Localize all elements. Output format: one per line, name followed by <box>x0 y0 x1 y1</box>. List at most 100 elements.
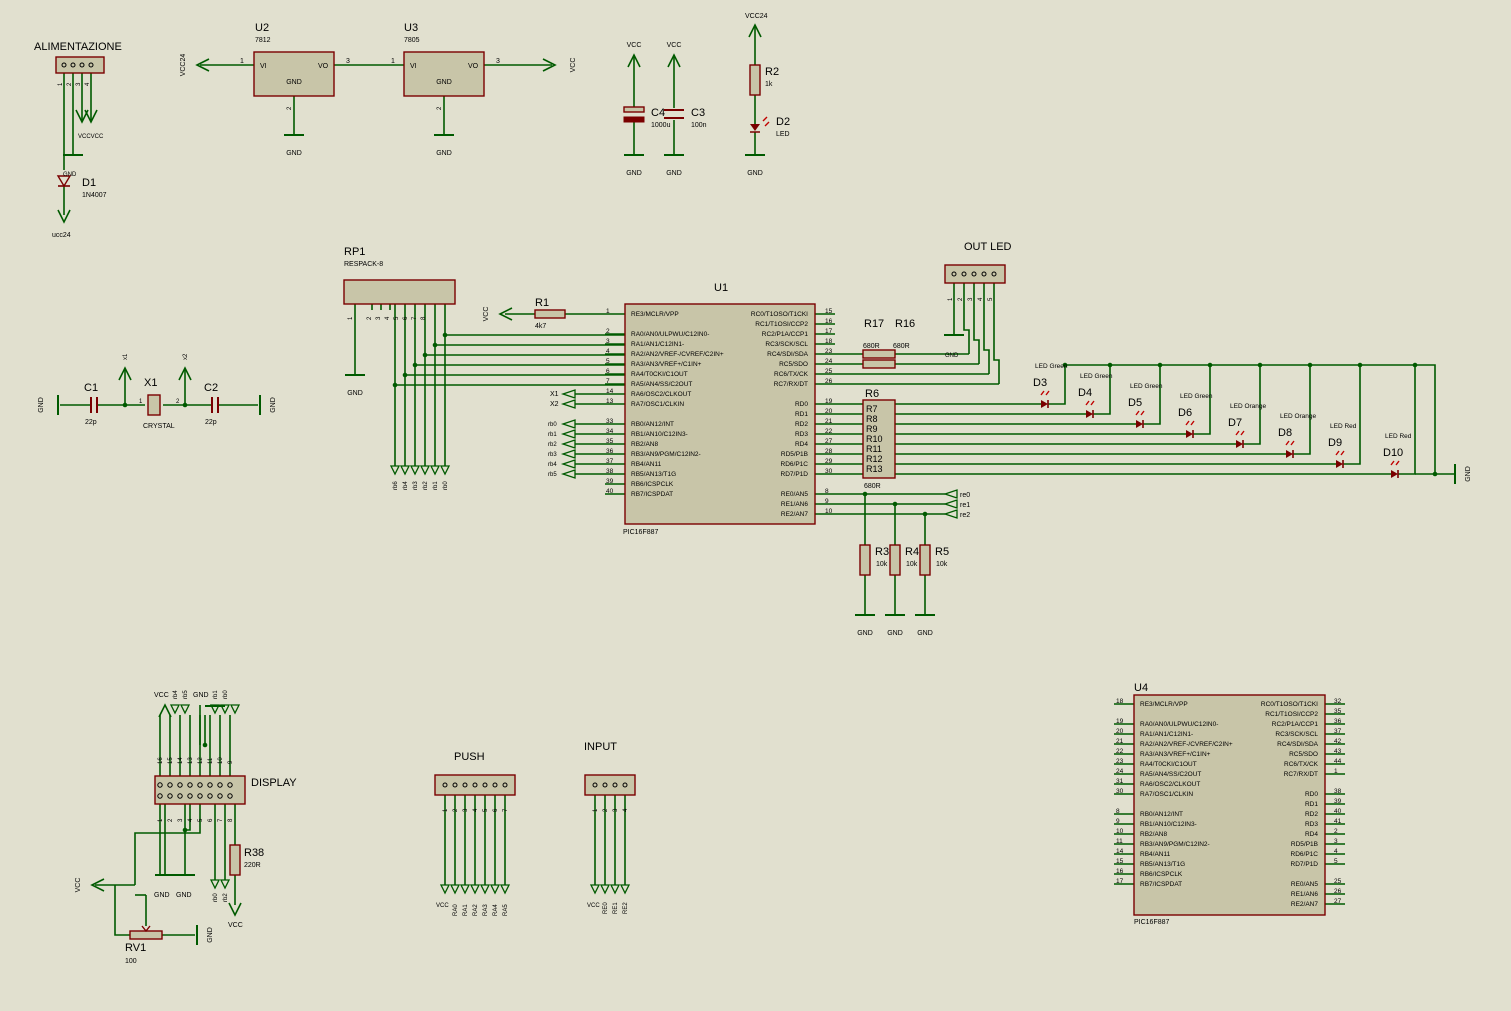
connector-pin <box>227 793 233 799</box>
terminal-icon <box>942 489 958 499</box>
u1-pin-name: RC0/T1OSO/T1CKI <box>751 311 808 318</box>
junction-dot <box>1062 362 1068 368</box>
led-rays-icon <box>1390 460 1400 466</box>
u4-pin-number: 27 <box>1334 898 1342 905</box>
c3-ref: C3 <box>691 107 705 119</box>
u1-pin-name: RD0 <box>795 401 808 408</box>
u4-pin-number: 41 <box>1334 818 1342 825</box>
pin-number: 2 <box>67 82 73 86</box>
re1-label: re1 <box>960 502 970 509</box>
led-ref: D3 <box>1033 377 1047 389</box>
terminal-icon <box>459 884 471 895</box>
u4-pin-name: RC5/SDO <box>1289 751 1318 758</box>
connector-pin <box>472 782 478 788</box>
r4-value: 10k <box>906 561 918 568</box>
led-icon <box>1041 400 1048 408</box>
pin-number: 1 <box>58 82 64 86</box>
r6-pack-label: R10 <box>866 434 883 444</box>
terminal-icon <box>619 884 631 895</box>
terminal-icon <box>419 465 431 476</box>
terminal-icon <box>439 884 451 895</box>
r17-value: 680R <box>863 343 880 350</box>
junction-dot <box>422 352 428 358</box>
power-arrow-icon <box>228 902 242 917</box>
net-label: x2 <box>183 353 189 360</box>
u1-pin-name: RD1 <box>795 411 808 418</box>
junction-dot <box>1412 362 1418 368</box>
u4-pin-name: RD4 <box>1305 831 1318 838</box>
connector-pin <box>79 62 85 68</box>
pin-text: 3 <box>496 58 500 65</box>
u1-pin-name: RC4/SDI/SDA <box>767 351 808 358</box>
bus-label: rb2 <box>223 893 229 902</box>
u1-pin-number: 21 <box>825 418 833 425</box>
display-top-label: rb4 <box>173 690 179 699</box>
u4-pin-number: 19 <box>1116 718 1124 725</box>
junction-dot <box>1432 471 1438 477</box>
out-led-connector <box>944 264 1006 284</box>
u4-pin-number: 22 <box>1116 748 1124 755</box>
u4-pin-number: 20 <box>1116 728 1124 735</box>
connector-pin <box>217 793 223 799</box>
u4-pin-number: 11 <box>1116 838 1123 845</box>
power-arrow-icon <box>84 109 98 124</box>
pulldown-resistor <box>889 544 901 576</box>
pin-number: 15 <box>168 757 174 764</box>
u4-pin-name: RB0/AN12/INT <box>1140 811 1183 818</box>
u4-pin-number: 2 <box>1334 828 1338 835</box>
r5-ref: R5 <box>935 546 949 558</box>
pin-number: 2 <box>367 316 373 320</box>
pin-number: 4 <box>473 808 479 812</box>
r16-value: 680R <box>893 343 910 350</box>
wire <box>973 290 980 364</box>
display-top-label: rb1 <box>213 690 219 699</box>
r4-ref: R4 <box>905 546 919 558</box>
junction-dot <box>182 827 188 833</box>
led-value: LED Orange <box>1230 403 1267 410</box>
r6-pack-label: R8 <box>866 414 878 424</box>
u1-pin-number: 27 <box>825 438 833 445</box>
u4-pin-name: RD5/P1B <box>1291 841 1318 848</box>
c1-value: 22p <box>85 419 97 426</box>
u1-pin-name: RC6/TX/CK <box>774 371 809 378</box>
terminal-icon <box>179 704 191 715</box>
led-icon <box>1136 420 1143 428</box>
u2-value: 7812 <box>255 37 271 44</box>
u4-pin-name: RA4/T0CKI/C1OUT <box>1140 761 1197 768</box>
c4-value: 1000u <box>651 122 671 129</box>
u1-pin-number: 1 <box>606 308 610 315</box>
pin-number: 5 <box>988 297 994 301</box>
wire <box>1343 365 1361 465</box>
junction-dot <box>412 362 418 368</box>
pin-number: 5 <box>198 818 204 822</box>
u1-pin-name: RC2/P1A/CCP1 <box>762 331 809 338</box>
connector-pin <box>61 62 67 68</box>
connector-pin <box>227 782 233 788</box>
gnd-label: GND <box>666 170 682 177</box>
pin-text: VI <box>260 63 267 70</box>
u1-pin-number: 20 <box>825 408 833 415</box>
power-label: VCC <box>570 58 577 73</box>
u4-pin-name: RD7/P1D <box>1291 861 1319 868</box>
pin-number: 2 <box>603 808 609 812</box>
u1-pin-number: 23 <box>825 348 833 355</box>
led-icon <box>1336 460 1343 468</box>
power-label: VCC24 <box>180 54 187 77</box>
u4-pin-name: RA0/AN0/ULPWU/C12IN0- <box>1140 721 1218 728</box>
connector-pin <box>462 782 468 788</box>
power-label: VCC <box>627 42 642 49</box>
u1-pin-number: 36 <box>606 448 614 455</box>
connector-pin <box>207 782 213 788</box>
pin-number: 16 <box>158 757 164 764</box>
pin-number: 3 <box>178 818 184 822</box>
c2-value: 22p <box>205 419 217 426</box>
x1-ref: X1 <box>144 377 157 389</box>
bus-label: rb3 <box>413 481 419 490</box>
led-ref: D7 <box>1228 417 1242 429</box>
c1-ref: C1 <box>84 382 98 394</box>
rp1-value: RESPACK-8 <box>344 261 383 268</box>
terminal-icon <box>399 465 411 476</box>
led-rays-icon <box>1185 420 1195 426</box>
power-arrow-icon <box>90 878 105 892</box>
r17-ref: R17 <box>864 318 884 330</box>
